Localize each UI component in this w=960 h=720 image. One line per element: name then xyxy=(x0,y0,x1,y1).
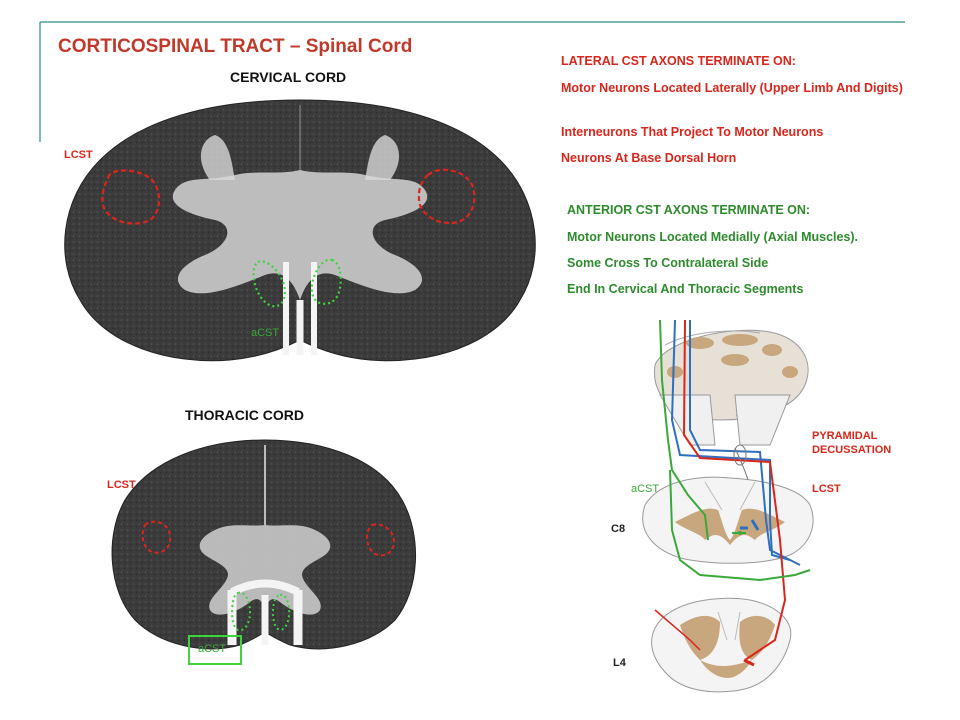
thoracic-cord-section xyxy=(111,439,416,665)
anterior-item-1: Motor Neurons Located Medially (Axial Mu… xyxy=(567,230,859,244)
acst-left-thoracic-outline xyxy=(231,591,252,632)
tract-schematic xyxy=(642,319,814,693)
cervical-cord-heading: CERVICAL CORD xyxy=(230,69,347,85)
cervical-cord-section xyxy=(64,99,536,362)
lcst-label-thoracic: LCST xyxy=(107,479,136,491)
lcst-label-schematic: LCST xyxy=(812,483,841,495)
lateral-item-2: Interneurons That Project To Motor Neuro… xyxy=(561,125,824,139)
thoracic-cord-heading: THORACIC CORD xyxy=(185,407,304,423)
acst-label-schematic: aCST xyxy=(631,483,660,495)
lcst-right-thoracic-outline xyxy=(366,523,396,557)
lcst-left-cervical-outline xyxy=(101,169,161,225)
page-title: CORTICOSPINAL TRACT – Spinal Cord xyxy=(58,36,413,57)
lateral-heading: LATERAL CST AXONS TERMINATE ON: xyxy=(561,54,796,68)
lcst-right-cervical-outline xyxy=(417,168,476,225)
anterior-item-3: End In Cervical And Thoracic Segments xyxy=(567,282,804,296)
acst-right-cervical-outline xyxy=(310,258,342,305)
lcst-left-thoracic-outline xyxy=(141,520,172,554)
l4-label: L4 xyxy=(613,657,626,669)
lcst-label-cervical: LCST xyxy=(64,149,93,161)
anterior-heading: ANTERIOR CST AXONS TERMINATE ON: xyxy=(567,203,811,217)
anterior-item-2: Some Cross To Contralateral Side xyxy=(567,256,769,270)
acst-label-cervical: aCST xyxy=(251,327,280,339)
c8-label: C8 xyxy=(611,523,626,535)
acst-label-box xyxy=(188,635,242,665)
acst-right-thoracic-outline xyxy=(272,593,291,631)
pyramidal-decussation-label: PYRAMIDAL DECUSSATION xyxy=(812,430,892,456)
lateral-item-3: Neurons At Base Dorsal Horn xyxy=(561,151,737,165)
lateral-item-1: Motor Neurons Located Laterally (Upper L… xyxy=(561,81,903,95)
acst-label-thoracic: aCST xyxy=(198,643,227,655)
